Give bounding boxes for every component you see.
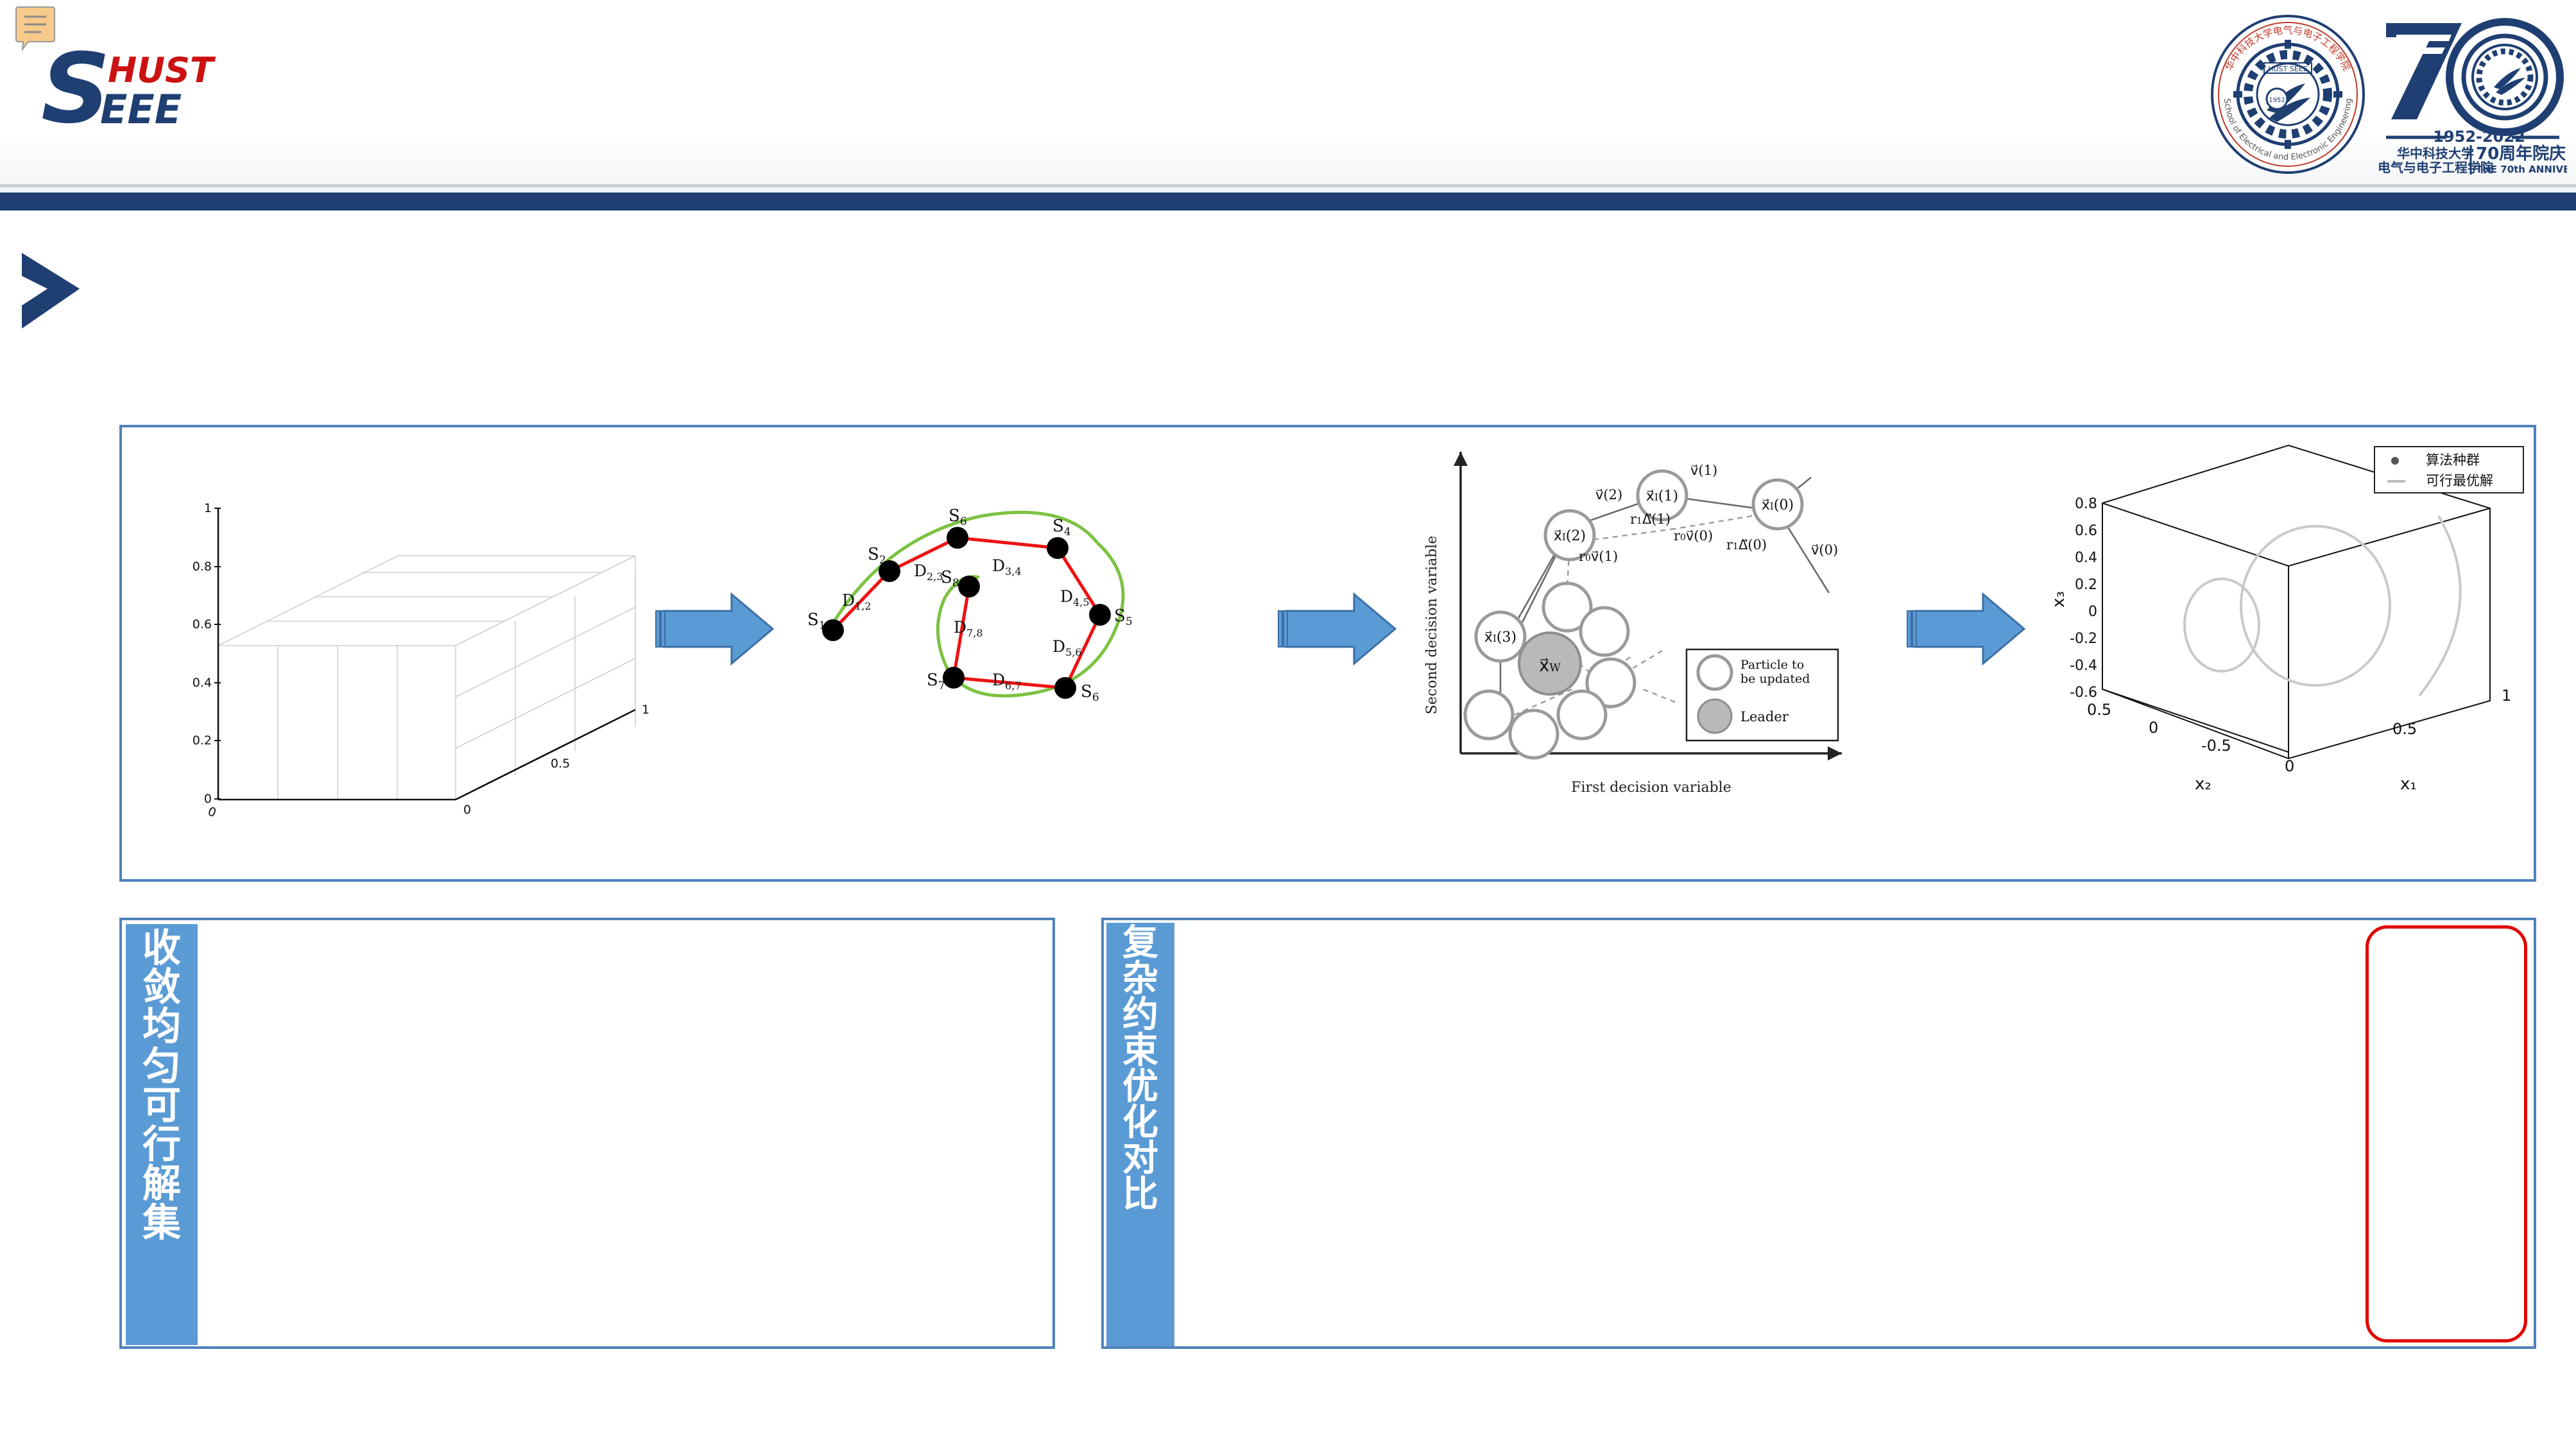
svg-text:0.2: 0.2	[193, 733, 212, 748]
figure3-xlabel: First decision variable	[1571, 780, 1731, 796]
anniversary-years-text: 1952-2022	[2433, 128, 2525, 146]
algorithm-comparison-table	[1180, 924, 2532, 1346]
header-navy-bar	[0, 193, 2576, 210]
svg-text:v⃗(2): v⃗(2)	[1595, 487, 1622, 502]
node-label-S1: S1	[807, 610, 826, 632]
svg-text:-0.5: -0.5	[2201, 737, 2231, 755]
svg-text:D5,6: D5,6	[1052, 637, 1082, 658]
chevron-right-icon	[18, 250, 95, 331]
svg-text:D3,4: D3,4	[992, 556, 1022, 578]
seal-year-text: 1952	[2269, 97, 2285, 104]
node-label-S7: S7	[927, 671, 945, 692]
svg-text:r1Δ⃗(0): r1Δ⃗(0)	[1726, 537, 1767, 553]
svg-text:-0.6: -0.6	[2070, 685, 2097, 701]
svg-text:HUST SEEE: HUST SEEE	[2268, 65, 2307, 73]
note-callout-icon	[15, 5, 55, 51]
node-label-S6: S6	[1081, 682, 1099, 704]
svg-text:0.2: 0.2	[2075, 577, 2097, 593]
node-label-S5: S5	[1114, 606, 1133, 628]
svg-text:-0.2: -0.2	[2070, 631, 2097, 647]
figure-neighborhood-manifold: S1 S2 S6 S4 S5 S6 S7 S8 D1,2 D2,3 D3,4 D…	[796, 427, 1245, 879]
svg-text:D7,8: D7,8	[954, 618, 983, 639]
svg-text:x⃗I(3): x⃗I(3)	[1484, 630, 1516, 646]
svg-text:1: 1	[2502, 687, 2511, 705]
figure3-legend-particle: Particle to	[1740, 658, 1804, 672]
svg-text:0.8: 0.8	[2075, 496, 2097, 512]
logo-hust-text: HUST	[108, 50, 216, 90]
svg-text:0.5: 0.5	[551, 757, 570, 771]
figure4-zlabel: x₃	[2049, 591, 2068, 608]
svg-text:r1Δ⃗(1): r1Δ⃗(1)	[1630, 511, 1670, 527]
page-header: S HUST EEE	[0, 0, 2576, 193]
svg-text:0: 0	[206, 804, 218, 819]
svg-text:v⃗(0): v⃗(0)	[1811, 542, 1838, 558]
svg-text:0.4: 0.4	[2075, 550, 2097, 566]
approach-diagram-panel: 1 0.8 0.6 0.4 0.2 0 0 0.2 0.4 0.6 0.8 1 0 0.5 1	[119, 425, 2536, 882]
figure3-legend-leader: Leader	[1740, 709, 1789, 724]
svg-text:be updated: be updated	[1740, 672, 1810, 686]
svg-text:x⃗I(1): x⃗I(1)	[1646, 488, 1678, 504]
hust-school-seal-logo: 1952 HUST SEEE 华中科技大学电气与电子工程学院 School of…	[2208, 14, 2368, 175]
svg-text:r0v⃗(0): r0v⃗(0)	[1674, 528, 1713, 544]
anniversary-cn-bottom-text: 电气与电子工程学院	[2378, 160, 2493, 175]
svg-text:0.6: 0.6	[2075, 523, 2097, 539]
svg-text:x⃗I(0): x⃗I(0)	[1762, 497, 1794, 513]
figure4-legend-optimal: 可行最优解	[2426, 473, 2493, 488]
convergence-charts-panel: 收敛均匀 可行解集	[119, 918, 1055, 1349]
parallel-coordinate-plots	[204, 923, 1051, 1346]
figure4-legend-swarm: 算法种群	[2426, 452, 2480, 468]
anniversary-label-cn-text: 70周年院庆	[2476, 144, 2566, 164]
svg-text:0.5: 0.5	[2087, 701, 2111, 719]
svg-text:0.6: 0.6	[193, 617, 212, 631]
svg-text:0: 0	[204, 792, 212, 806]
svg-text:0: 0	[463, 803, 471, 817]
right-arrow-icon-2	[1277, 588, 1399, 670]
svg-text:0: 0	[2149, 719, 2158, 737]
svg-text:0: 0	[2285, 757, 2294, 775]
figure4-xlabel: x₁	[2400, 775, 2417, 794]
svg-text:0.4: 0.4	[193, 676, 212, 690]
svg-text:1: 1	[204, 501, 212, 515]
header-divider-line	[0, 184, 2576, 187]
svg-text:0.5: 0.5	[2392, 720, 2417, 738]
svg-text:D6,7: D6,7	[992, 671, 1022, 692]
right-arrow-icon-1	[655, 588, 777, 670]
seee-logo: S HUST EEE	[39, 45, 282, 135]
figure4-ylabel: x₂	[2195, 775, 2211, 794]
figure3-ylabel: Second decision variable	[1424, 536, 1440, 714]
svg-text:S: S	[41, 45, 110, 135]
anniversary-cn-top-text: 华中科技大学	[2397, 146, 2474, 161]
right-arrow-icon-3	[1906, 588, 2028, 670]
logo-eee-text: EEE	[100, 86, 182, 133]
svg-text:1: 1	[642, 703, 649, 717]
svg-text:0: 0	[2088, 604, 2097, 620]
node-label-S8: S8	[941, 568, 959, 590]
svg-text:r0v⃗(1): r0v⃗(1)	[1579, 549, 1618, 564]
figure-mating-reproduction: Second decision variable First decision …	[1418, 427, 1880, 879]
node-label-S3: S6	[949, 506, 967, 528]
convergence-vertical-label: 收敛均匀 可行解集	[126, 924, 198, 1345]
svg-text:0.8: 0.8	[193, 560, 212, 574]
figure-reference-vectors: 10.8 0.60.4 0.20 00.2 0.40.6 0.81 00.51	[122, 427, 655, 879]
svg-text:v⃗(1): v⃗(1)	[1690, 463, 1717, 478]
svg-text:x⃗I(2): x⃗I(2)	[1554, 528, 1586, 544]
comparison-table-panel: 复杂约束 优化对比	[1101, 918, 2536, 1349]
svg-text:D2,3: D2,3	[914, 562, 943, 583]
anniversary-70-logo: 1952-2022 华中科技大学 电气与电子工程学院 70周年院庆 THE 70…	[2374, 12, 2567, 177]
figure-feasible-region: 0.8 0.6 0.4 0.2 0 -0.2 -0.4 -0.6 x₃ 0.5 0 -0.…	[2041, 427, 2535, 879]
svg-text:-0.4: -0.4	[2070, 658, 2097, 674]
comparison-vertical-label: 复杂约束 优化对比	[1106, 923, 1174, 1346]
node-label-S2: S2	[868, 545, 886, 567]
anniversary-label-en-text: THE 70th ANNIVERSARY	[2476, 164, 2567, 175]
